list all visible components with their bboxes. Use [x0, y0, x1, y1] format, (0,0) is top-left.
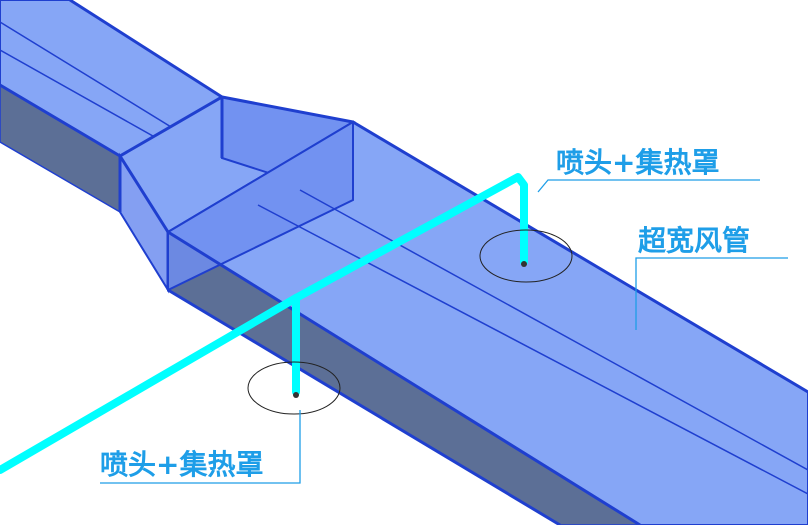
narrow-duct-edge [0, 83, 121, 158]
wide-duct-edge-top-back [352, 120, 808, 394]
wide-duct-edge-top-front [167, 230, 641, 525]
wide-duct [166, 120, 808, 525]
label-sprinkler-top: 喷头+集热罩 [556, 146, 719, 179]
transition-edge [118, 95, 354, 212]
narrow-duct-inner-line-1 [0, 21, 177, 131]
sprinkler-head-top [521, 261, 527, 267]
narrow-duct-edge-top [69, 0, 223, 99]
sprinkler-pipe [0, 173, 528, 474]
heat-collector-top [479, 229, 573, 283]
label-duct: 超宽风管 [638, 224, 750, 257]
leader-duct [635, 257, 788, 330]
heat-collector-bottom [247, 361, 341, 415]
label-sprinkler-bottom: 喷头+集热罩 [100, 448, 263, 481]
leader-bottom [100, 410, 301, 484]
sprinkler-head-bottom [293, 392, 299, 398]
pipe-main [0, 173, 528, 474]
wide-duct-inner-line-2 [299, 189, 808, 471]
narrow-duct-inner-line-2 [0, 49, 161, 141]
wide-duct-edge-front [167, 288, 561, 525]
narrow-duct [0, 0, 224, 214]
wide-duct-inner-line-1 [257, 204, 808, 495]
leader-top [537, 179, 760, 193]
